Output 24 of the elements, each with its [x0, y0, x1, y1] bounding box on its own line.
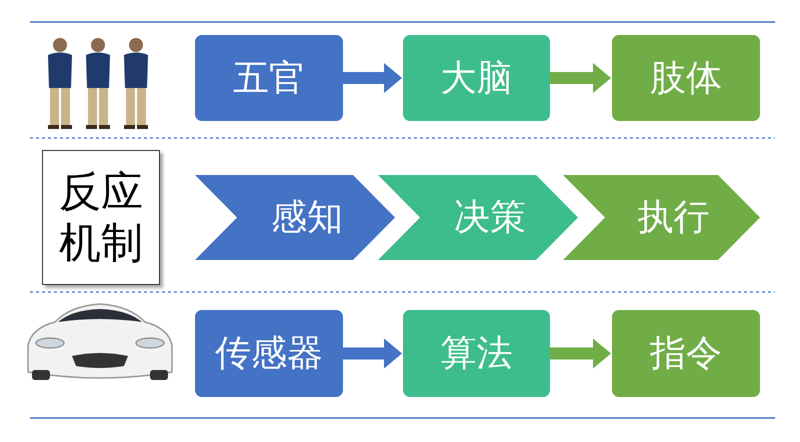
- block-arrow: [550, 63, 611, 93]
- process-box: [403, 35, 550, 121]
- step-label: 指令: [650, 332, 722, 376]
- step-label: 肢体: [650, 56, 722, 100]
- step-label: 感知: [271, 196, 343, 240]
- label-box: [42, 150, 160, 285]
- process-box: [403, 310, 550, 397]
- block-arrow: [550, 338, 611, 368]
- step-label: 决策: [454, 196, 526, 240]
- title-label: 反应机制: [59, 167, 143, 268]
- step-label: 执行: [638, 196, 710, 240]
- step-label: 大脑: [440, 56, 512, 100]
- process-box: [195, 35, 343, 121]
- process-box: [195, 310, 343, 397]
- process-box: [612, 35, 760, 121]
- step-label: 算法: [440, 332, 512, 376]
- block-arrow: [343, 338, 402, 368]
- block-arrow: [343, 63, 402, 93]
- step-label: 五官: [233, 56, 305, 100]
- chevron-step: [195, 175, 395, 260]
- chevron-step: [378, 175, 578, 260]
- chevron-step: [563, 175, 760, 260]
- process-box: [612, 310, 760, 397]
- step-label: 传感器: [215, 332, 323, 376]
